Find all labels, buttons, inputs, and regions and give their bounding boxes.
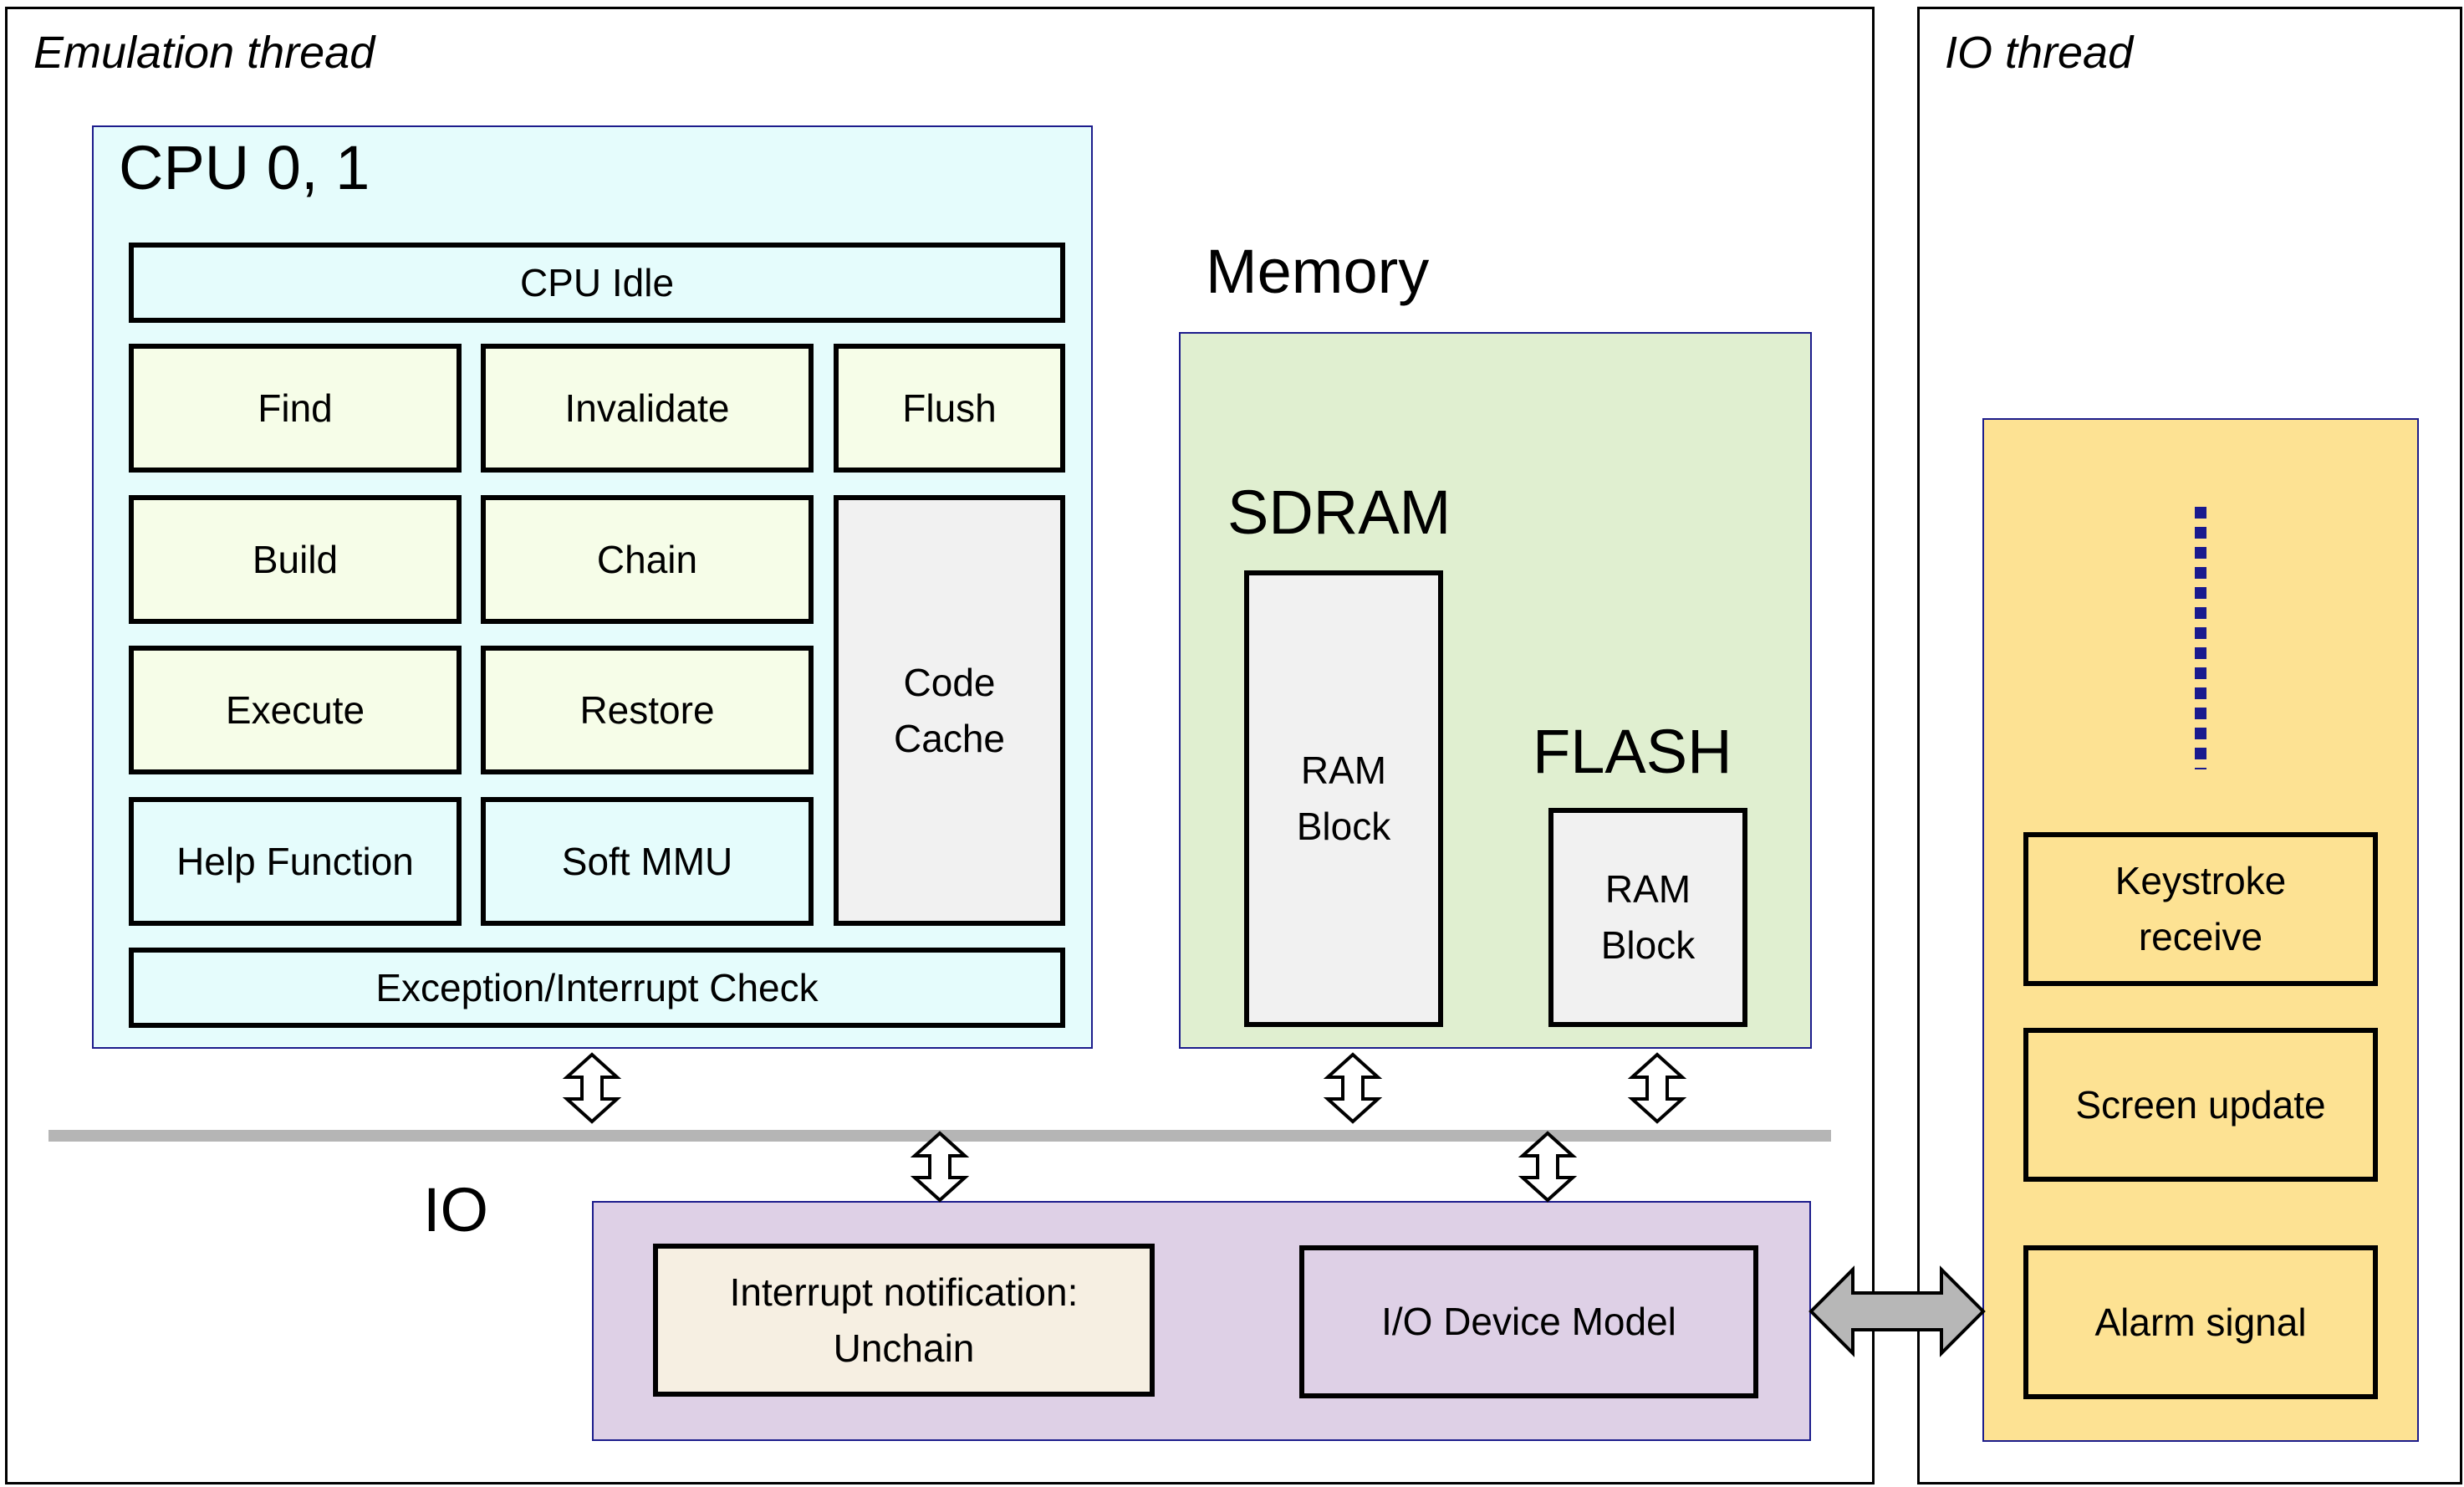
io-device-model-label: I/O Device Model xyxy=(1381,1300,1676,1344)
interrupt-notification-block: Interrupt notification: Unchain xyxy=(653,1244,1155,1397)
sdram-ram-block-label: RAM Block xyxy=(1296,749,1391,848)
soft-mmu-block: Soft MMU xyxy=(481,797,814,926)
flush-label: Flush xyxy=(902,386,997,430)
flash-ram-block-label: RAM Block xyxy=(1600,867,1696,967)
sdram-ram-block: RAM Block xyxy=(1244,570,1443,1027)
execute-label: Execute xyxy=(225,687,365,732)
flash-title: FLASH xyxy=(1533,717,1732,786)
soft-mmu-label: Soft MMU xyxy=(561,839,733,883)
help-function-block: Help Function xyxy=(129,797,462,926)
io-thread-link-arrow xyxy=(1808,1265,1986,1357)
sdram-title: SDRAM xyxy=(1227,478,1451,547)
exception-check-block: Exception/Interrupt Check xyxy=(129,948,1065,1028)
code-cache-block: Code Cache xyxy=(834,495,1065,926)
flash-ram-block: RAM Block xyxy=(1548,808,1747,1027)
cpu-idle-block: CPU Idle xyxy=(129,243,1065,323)
cpu-panel-title: CPU 0, 1 xyxy=(119,133,370,202)
build-label: Build xyxy=(252,537,339,581)
io-device-bus-arrow xyxy=(1521,1132,1574,1202)
execute-block: Execute xyxy=(129,646,462,774)
cpu-bus-arrow xyxy=(565,1053,619,1123)
code-cache-label: Code Cache xyxy=(894,660,1005,760)
sdram-bus-arrow xyxy=(1326,1053,1380,1123)
emulation-thread-title: Emulation thread xyxy=(33,28,375,78)
screen-update-label: Screen update xyxy=(2075,1082,2326,1127)
invalidate-block: Invalidate xyxy=(481,344,814,473)
io-interrupt-bus-arrow xyxy=(913,1132,967,1202)
keystroke-receive-block: Keystroke receive xyxy=(2023,832,2378,986)
cpu-idle-label: CPU Idle xyxy=(519,260,675,304)
chain-label: Chain xyxy=(596,537,698,581)
io-device-model-block: I/O Device Model xyxy=(1299,1245,1758,1398)
help-function-label: Help Function xyxy=(176,839,414,883)
flush-block: Flush xyxy=(834,344,1065,473)
keystroke-receive-label: Keystroke receive xyxy=(2115,859,2287,958)
restore-label: Restore xyxy=(579,687,715,732)
alarm-signal-block: Alarm signal xyxy=(2023,1245,2378,1399)
chain-block: Chain xyxy=(481,495,814,624)
exception-check-label: Exception/Interrupt Check xyxy=(375,965,819,1009)
find-label: Find xyxy=(258,386,333,430)
invalidate-label: Invalidate xyxy=(564,386,730,430)
memory-title: Memory xyxy=(1206,237,1430,306)
find-block: Find xyxy=(129,344,462,473)
build-block: Build xyxy=(129,495,462,624)
io-thread-title: IO thread xyxy=(1945,28,2134,78)
flash-bus-arrow xyxy=(1630,1053,1684,1123)
alarm-signal-label: Alarm signal xyxy=(2094,1300,2307,1344)
io-title: IO xyxy=(423,1175,489,1244)
screen-update-block: Screen update xyxy=(2023,1028,2378,1182)
restore-block: Restore xyxy=(481,646,814,774)
interrupt-notification-label: Interrupt notification: Unchain xyxy=(729,1270,1079,1370)
